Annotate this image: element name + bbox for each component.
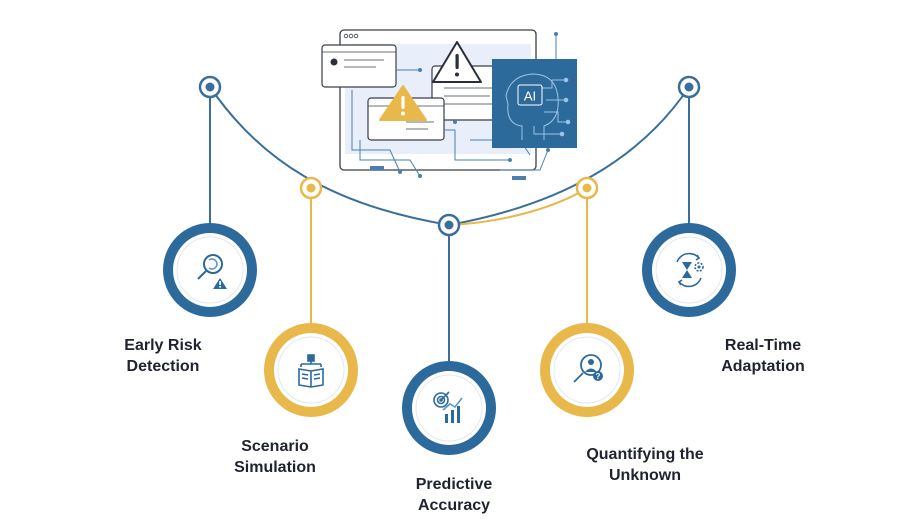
circuit-nodes [370, 32, 558, 180]
label-predictive-accuracy: Predictive Accuracy [369, 474, 539, 516]
label-line: Simulation [234, 459, 316, 476]
node-5 [677, 75, 701, 99]
label-line: Accuracy [417, 497, 491, 514]
label-line: Quantifying the [586, 446, 704, 463]
label-real-time-adaptation: Real-Time Adaptation [678, 335, 848, 377]
label-line: Scenario [241, 438, 309, 455]
label-quantifying-the-unknown: Quantifying the Unknown [560, 444, 730, 486]
stage-real-time-adaptation [642, 223, 736, 317]
label-line: Real-Time [724, 337, 802, 354]
book-network-icon [298, 354, 324, 388]
popup-window-1 [321, 44, 397, 88]
label-scenario-simulation: Scenario Simulation [190, 436, 360, 478]
connector-arcs [209, 86, 690, 226]
label-line: Early Risk [124, 337, 202, 354]
stage-scenario-simulation [264, 323, 358, 417]
warning-icon-orange [379, 85, 427, 121]
arc-left-blue [209, 86, 450, 226]
stems [209, 95, 690, 361]
svg-text:?: ? [596, 372, 601, 381]
browser-window-icon [343, 33, 359, 39]
question-search-icon: ? [573, 354, 603, 383]
label-line: Predictive [415, 476, 493, 493]
node-2 [299, 176, 323, 200]
target-chart-icon [433, 391, 463, 423]
connector-nodes [198, 75, 701, 237]
stage-early-risk-detection [163, 223, 257, 317]
hourglass-gear-icon [676, 252, 704, 288]
label-early-risk-detection: Early Risk Detection [78, 335, 248, 377]
robot-head-icon [505, 73, 571, 140]
risk-search-icon [197, 254, 227, 289]
node-4 [575, 176, 599, 200]
label-line: Adaptation [721, 358, 805, 375]
stage-quantifying-the-unknown: ? [540, 323, 634, 417]
label-line: Detection [126, 358, 200, 375]
close-icon [330, 58, 338, 66]
ai-label: AI [524, 89, 536, 104]
node-1 [198, 75, 222, 99]
arc-right-blue [448, 86, 690, 226]
arc-right-gold [448, 187, 588, 226]
ai-chip [517, 84, 543, 106]
warning-icon [432, 41, 482, 83]
node-3 [437, 213, 461, 237]
ai-risk-illustration: AI [321, 29, 577, 180]
stage-predictive-accuracy [402, 361, 496, 455]
label-line: Unknown [609, 467, 681, 484]
